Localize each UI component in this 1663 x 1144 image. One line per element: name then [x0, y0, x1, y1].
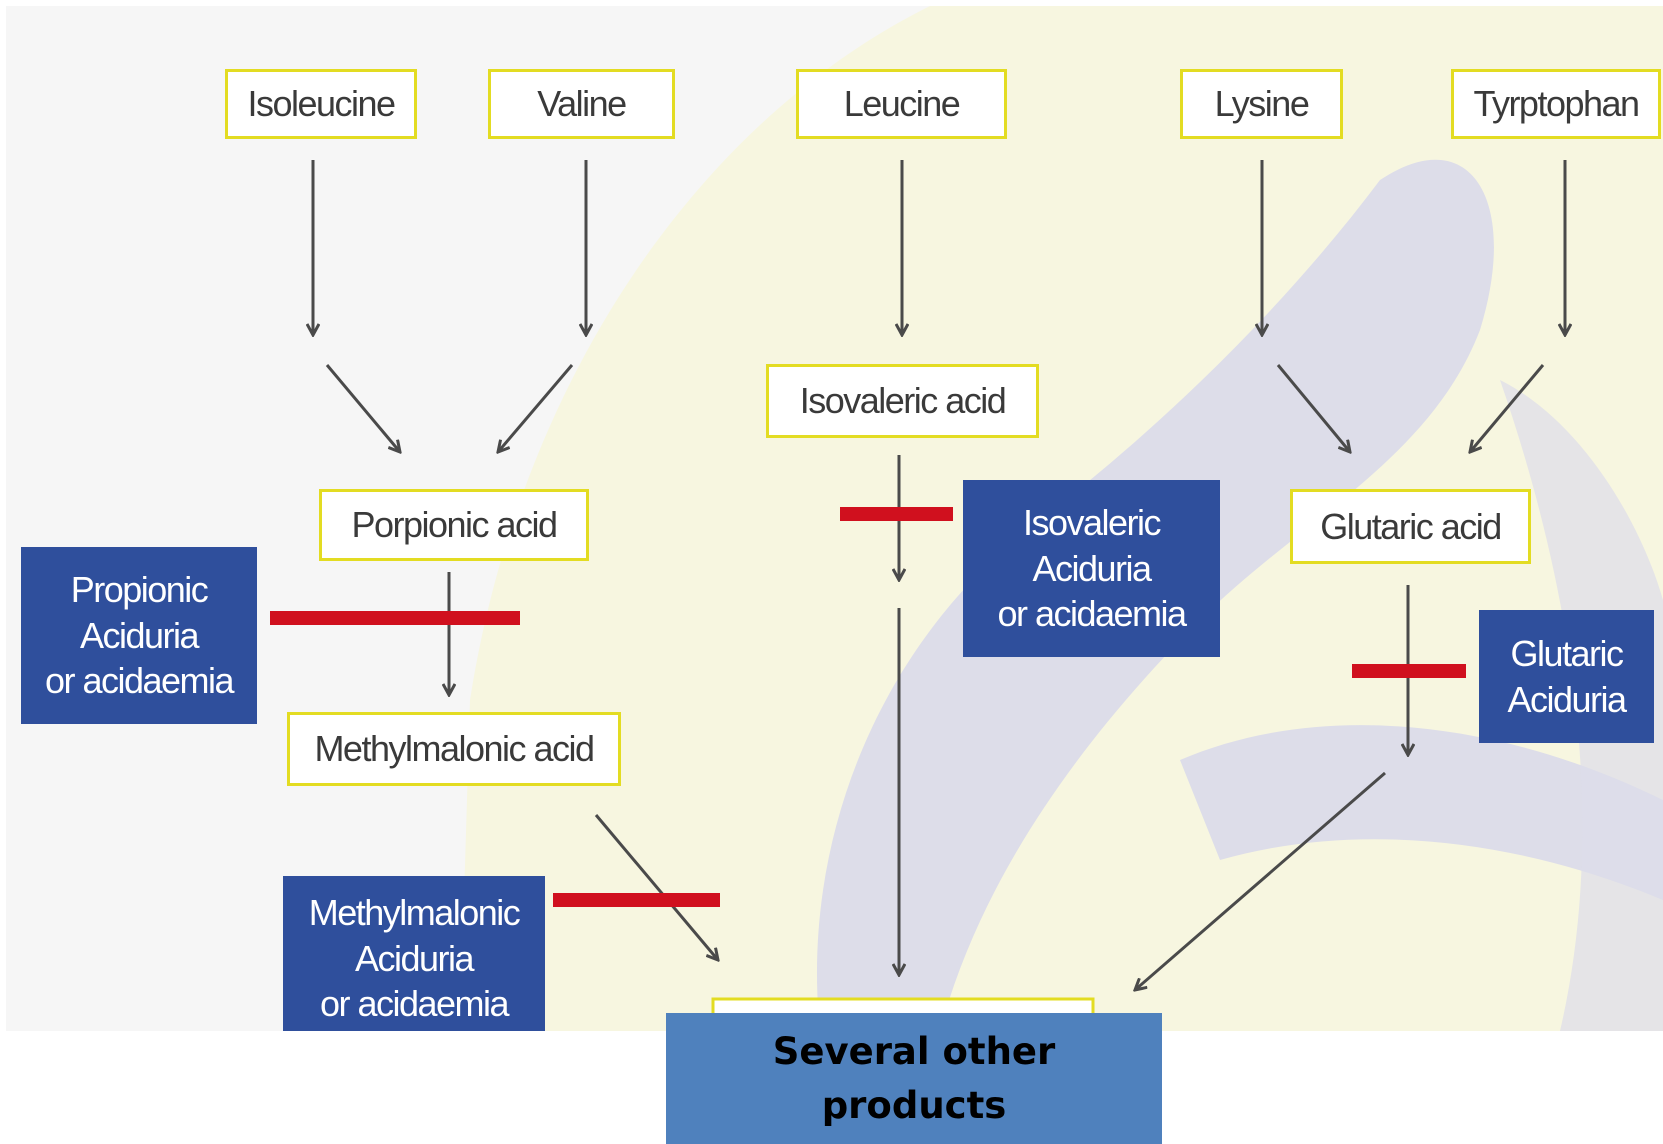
arrow-valine-to-propionic	[498, 364, 574, 452]
node-methylmalonic-acid: Methylmalonic acid	[287, 712, 621, 786]
node-tryptophan: Tyrptophan	[1451, 69, 1661, 139]
node-leucine: Leucine	[796, 69, 1007, 139]
arrow-glutaric-to-products	[1135, 771, 1386, 990]
node-isoleucine: Isoleucine	[225, 69, 417, 139]
disorder-propionic: Propionic Aciduria or acidaemia	[21, 547, 257, 724]
node-glutaric-acid: Glutaric acid	[1290, 489, 1531, 564]
node-valine: Valine	[488, 69, 675, 139]
arrow-methylmalonic-to-products	[594, 814, 718, 960]
node-isovaleric-acid: Isovaleric acid	[766, 364, 1039, 438]
disorder-methylmalonic: Methylmalonic Aciduria or acidaemia	[283, 876, 545, 1031]
arrow-isoleucine-to-propionic	[325, 364, 400, 452]
node-lysine: Lysine	[1180, 69, 1343, 139]
disorder-glutaric: Glutaric Aciduria	[1479, 610, 1654, 743]
node-propionic-acid: Porpionic acid	[319, 489, 589, 561]
arrow-tryptophan-to-glutaric	[1470, 364, 1545, 452]
disorder-isovaleric: Isovaleric Aciduria or acidaemia	[963, 480, 1220, 657]
end-product-box: Several other products	[666, 1013, 1162, 1144]
arrow-lysine-to-glutaric	[1276, 364, 1350, 452]
